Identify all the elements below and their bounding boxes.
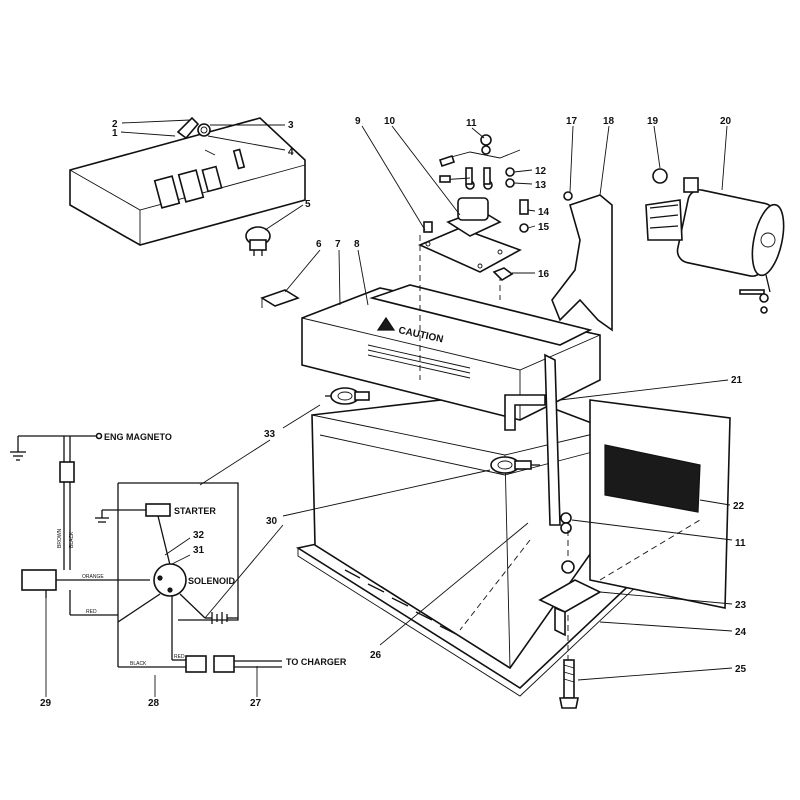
battery-clamp-33 <box>325 387 370 405</box>
callout-15: 15 <box>538 222 550 233</box>
callout-33: 33 <box>264 429 276 440</box>
callout-2: 2 <box>112 119 118 130</box>
callout-7: 7 <box>335 239 341 250</box>
starter-bracket <box>551 191 613 332</box>
callout-17: 17 <box>566 116 578 127</box>
callout-14: 14 <box>538 207 550 218</box>
callout-11b: 11 <box>735 538 746 549</box>
callout-11: 11 <box>466 118 477 129</box>
callout-27: 27 <box>250 698 262 709</box>
callout-26: 26 <box>370 650 382 661</box>
hold-down-strap <box>504 353 572 534</box>
solenoid-label: SOLENOID <box>188 576 236 586</box>
starter-motor <box>645 168 785 314</box>
solenoid-body <box>438 134 521 237</box>
callout-5: 5 <box>305 199 311 210</box>
wire-red2-label: RED <box>174 654 185 660</box>
battery-clamp-30 <box>490 456 540 474</box>
callout-21: 21 <box>731 375 743 386</box>
callout-8: 8 <box>354 239 360 250</box>
control-panel <box>69 116 306 256</box>
callouts: 1 2 3 4 5 6 7 8 9 10 11 12 13 14 15 16 1 <box>40 116 747 709</box>
alignment-lines <box>419 235 701 660</box>
bolt-25 <box>559 659 579 709</box>
solenoid-plate <box>418 227 522 273</box>
callout-4: 4 <box>288 147 294 158</box>
callout-28: 28 <box>148 698 160 709</box>
callout-23: 23 <box>735 600 747 611</box>
callout-10: 10 <box>384 116 396 127</box>
back-plate <box>589 399 731 609</box>
callout-18: 18 <box>603 116 615 127</box>
callout-1: 1 <box>112 128 118 139</box>
callout-6: 6 <box>316 239 322 250</box>
clip-6 <box>260 289 300 308</box>
callout-29: 29 <box>40 698 52 709</box>
callout-20: 20 <box>720 116 732 127</box>
wiring-schematic: ENG MAGNETO BROWN BLACK ORANGE RED START… <box>10 432 347 673</box>
eng-magneto-label: ENG MAGNETO <box>104 432 172 442</box>
starter-label: STARTER <box>174 506 216 516</box>
wire-black-label: BLACK <box>69 531 75 548</box>
callout-22: 22 <box>733 501 745 512</box>
callout-19: 19 <box>647 116 659 127</box>
callout-3: 3 <box>288 120 294 131</box>
callout-16: 16 <box>538 269 550 280</box>
wire-black2-label: BLACK <box>130 661 147 667</box>
wire-brown-label: BROWN <box>57 528 63 548</box>
battery-cover: CAUTION <box>301 284 601 421</box>
callout-25: 25 <box>735 664 747 675</box>
callout-9: 9 <box>355 116 361 127</box>
wire-red-label: RED <box>86 609 97 615</box>
callout-32: 32 <box>193 530 205 541</box>
solenoid-screws <box>423 199 529 282</box>
callout-24: 24 <box>735 627 747 638</box>
callout-31: 31 <box>193 545 205 556</box>
callout-12: 12 <box>535 166 547 177</box>
wire-orange-label: ORANGE <box>82 574 104 580</box>
to-charger-label: TO CHARGER <box>286 657 347 667</box>
callout-13: 13 <box>535 180 547 191</box>
callout-30: 30 <box>266 516 278 527</box>
